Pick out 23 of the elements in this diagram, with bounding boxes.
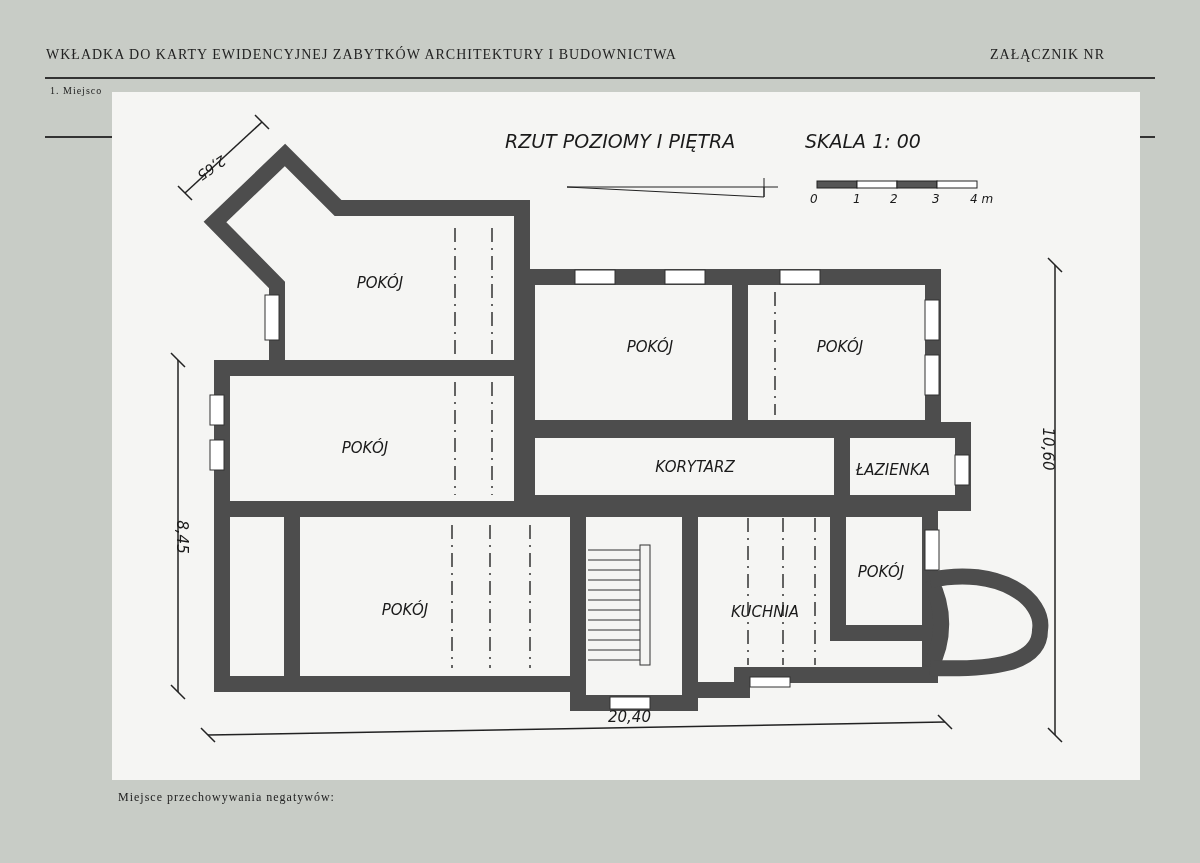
room-label: POKÓJ [816,338,864,356]
dimension-label: 20,40 [608,708,651,726]
field-label: Miejsce przechowywania negatywów: [118,790,335,805]
form-heading: WKŁADKA DO KARTY EWIDENCYJNEJ ZABYTKÓW ARCHITEKTURY I BUDOWNICTWA [46,47,677,63]
room-label: ŁAZIENKA [855,461,931,479]
dimension-label: 8,45 [172,520,191,554]
room-label: POKÓJ [356,274,404,292]
scale-number: 1 [853,192,861,206]
plan-title: RZUT POZIOMY I PIĘTRA [505,130,736,152]
field-label: 1. Miejsco [50,85,103,96]
scale-number: 0 [810,192,818,206]
scale-number: 3 [932,192,940,206]
scale-number: 2 [890,192,898,206]
scale-number: 4 m [970,192,994,206]
scale-label: SKALA 1: 00 [805,130,921,152]
dimension-label: 10,60 [1039,427,1058,471]
annex-label: ZAŁĄCZNIK NR [990,47,1106,63]
room-label: POKÓJ [857,563,905,581]
room-label: KUCHNIA [730,603,800,621]
room-label: POKÓJ [381,601,429,619]
room-label: POKÓJ [341,439,389,457]
room-label: KORYTARZ [655,458,735,476]
room-label: POKÓJ [626,338,674,356]
